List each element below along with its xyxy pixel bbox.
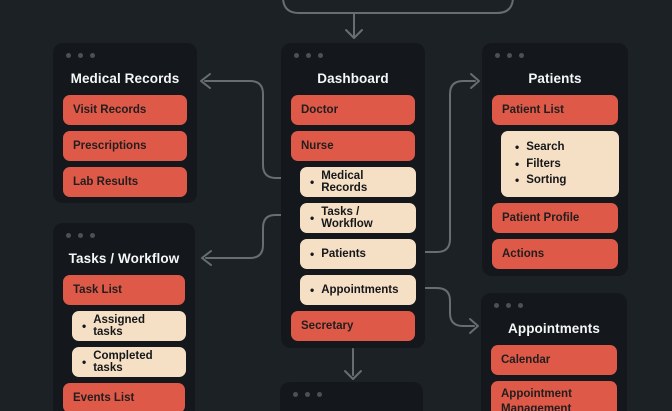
- window-dot-icon: [506, 303, 511, 308]
- card-title: Patients: [528, 71, 582, 86]
- arrowhead-left-icon: [201, 250, 212, 266]
- bullet-icon: •: [310, 175, 315, 189]
- bullet-icon: •: [515, 173, 520, 188]
- node-label: Assigned tasks: [93, 314, 145, 338]
- feature-line: • Search: [515, 139, 565, 156]
- connector-line: [204, 80, 282, 179]
- card-tasks-workflow: Tasks / Workflow Task List • Assigned ta…: [53, 223, 195, 411]
- feature-line: • Filters: [515, 156, 561, 173]
- card-appointments: Appointments Calendar Appointment Manage…: [481, 293, 627, 411]
- connector-line: [424, 80, 476, 253]
- bullet-icon: •: [310, 211, 315, 225]
- card-patients: Patients Patient List • Search • Filters…: [482, 43, 628, 276]
- window-dot-icon: [317, 392, 322, 397]
- node-label: Appointments: [321, 284, 399, 296]
- node-prescriptions: Prescriptions: [63, 131, 187, 161]
- node-label: Patients: [321, 248, 366, 260]
- window-dot-icon: [66, 233, 71, 238]
- node-label: Completed tasks: [93, 350, 153, 374]
- node-patients-link: • Patients: [300, 239, 416, 269]
- window-dot-icon: [318, 53, 323, 58]
- window-dot-icon: [519, 53, 524, 58]
- node-nurse: Nurse: [291, 131, 415, 161]
- bullet-icon: •: [82, 319, 87, 333]
- feature-label: Search: [526, 141, 565, 153]
- feature-label: Filters: [526, 157, 561, 170]
- window-dot-icon: [305, 392, 310, 397]
- node-label: Medical Records: [321, 170, 368, 194]
- window-dot-icon: [293, 392, 298, 397]
- connector-line: [205, 214, 282, 259]
- node-medical-records-link: • Medical Records: [300, 167, 416, 197]
- node-label: Tasks / Workflow: [321, 206, 373, 230]
- node-events-list: Events List: [63, 383, 185, 411]
- feature-line: • Sorting: [515, 172, 566, 189]
- window-dot-icon: [78, 233, 83, 238]
- node-patient-list: Patient List: [492, 95, 618, 125]
- node-assigned-tasks: • Assigned tasks: [72, 311, 186, 341]
- card-bottom-partial: [280, 382, 423, 411]
- window-dot-icon: [494, 303, 499, 308]
- window-dot-icon: [518, 303, 523, 308]
- window-dots: [66, 53, 197, 58]
- arrowhead-down-icon: [344, 370, 362, 380]
- connector-line: [424, 287, 475, 327]
- window-dot-icon: [495, 53, 500, 58]
- arrowhead-right-icon: [470, 73, 480, 89]
- window-dots: [494, 303, 627, 308]
- bullet-icon: •: [310, 283, 315, 297]
- window-dot-icon: [306, 53, 311, 58]
- node-doctor: Doctor: [291, 95, 415, 125]
- arrowhead-down-icon: [345, 29, 363, 39]
- node-patient-profile: Patient Profile: [492, 202, 618, 233]
- node-task-list: Task List: [63, 275, 185, 305]
- card-medical-records: Medical Records Visit Records Prescripti…: [53, 43, 197, 203]
- connector-line: [282, 0, 514, 14]
- node-appointment-management: Appointment Management: [491, 381, 617, 411]
- node-actions: Actions: [492, 238, 618, 269]
- node-calendar: Calendar: [491, 345, 617, 375]
- arrowhead-right-icon: [469, 318, 479, 334]
- card-title: Tasks / Workflow: [68, 251, 180, 266]
- card-title: Appointments: [508, 321, 600, 336]
- window-dots: [495, 53, 628, 58]
- window-dot-icon: [90, 53, 95, 58]
- arrowhead-left-icon: [200, 73, 211, 89]
- node-secretary: Secretary: [291, 311, 415, 341]
- card-title: Medical Records: [70, 71, 180, 86]
- window-dots: [293, 392, 423, 397]
- node-tasks-workflow-link: • Tasks / Workflow: [300, 203, 416, 233]
- window-dot-icon: [66, 53, 71, 58]
- patient-list-features: • Search • Filters • Sorting: [501, 131, 619, 197]
- card-title: Dashboard: [317, 71, 389, 86]
- node-visit-records: Visit Records: [63, 95, 187, 125]
- window-dot-icon: [507, 53, 512, 58]
- feature-label: Sorting: [526, 174, 567, 186]
- window-dot-icon: [90, 233, 95, 238]
- node-completed-tasks: • Completed tasks: [72, 347, 186, 377]
- window-dot-icon: [294, 53, 299, 58]
- bullet-icon: •: [82, 355, 87, 369]
- node-lab-results: Lab Results: [63, 167, 187, 197]
- node-appointments-link: • Appointments: [300, 275, 416, 305]
- window-dots: [66, 233, 195, 238]
- bullet-icon: •: [515, 156, 520, 171]
- bullet-icon: •: [515, 140, 520, 155]
- bullet-icon: •: [310, 247, 315, 261]
- window-dot-icon: [78, 53, 83, 58]
- card-dashboard: Dashboard Doctor Nurse • Medical Records…: [281, 43, 425, 348]
- window-dots: [294, 53, 425, 58]
